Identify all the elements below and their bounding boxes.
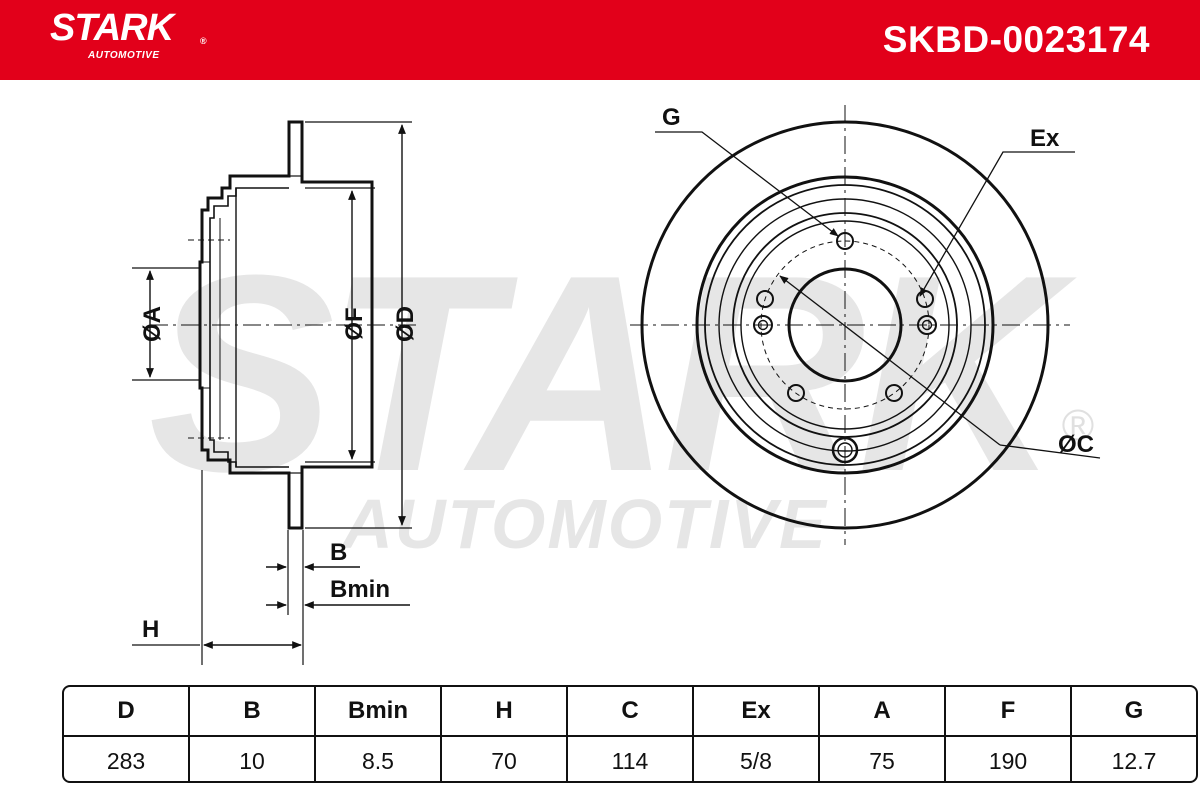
bolt-hole bbox=[787, 384, 805, 402]
label-min-thickness: Bmin bbox=[330, 576, 390, 603]
value-cell-bmin: 8.5 bbox=[316, 737, 442, 781]
header-cell-f: F bbox=[946, 687, 1072, 735]
spec-table: D B Bmin H C Ex A F G 283 10 8.5 70 114 … bbox=[62, 685, 1198, 783]
label-thickness-b: B bbox=[330, 539, 347, 566]
header-cell-b: B bbox=[190, 687, 316, 735]
locating-hole bbox=[831, 436, 859, 464]
label-hole-g: G bbox=[662, 104, 681, 131]
watermark-sub: AUTOMOTIVE bbox=[340, 485, 828, 563]
disc-hat-inner-wall bbox=[209, 187, 289, 468]
logo-subtitle: AUTOMOTIVE bbox=[88, 50, 160, 61]
watermark-main: STARK bbox=[148, 218, 1081, 530]
bolt-hole bbox=[885, 384, 903, 402]
header-cell-h: H bbox=[442, 687, 568, 735]
value-cell-g: 12.7 bbox=[1111, 747, 1157, 774]
set-screw-hole bbox=[917, 315, 937, 335]
label-diameter-a: ØA bbox=[139, 306, 166, 342]
logo-registered-mark: ® bbox=[200, 36, 207, 46]
value-cell-ex: 5/8 bbox=[694, 737, 820, 781]
side-view bbox=[132, 120, 420, 665]
value-cell-f: 190 bbox=[946, 737, 1072, 781]
center-bore bbox=[787, 267, 903, 383]
bolt-hole bbox=[916, 290, 934, 308]
bolt-circle bbox=[760, 240, 930, 410]
stark-logo: STARK ® AUTOMOTIVE bbox=[50, 7, 207, 61]
header-cell-ex: Ex bbox=[694, 687, 820, 735]
header-cell-a: A bbox=[820, 687, 946, 735]
set-screw-hole bbox=[753, 315, 773, 335]
value-cell-a: 75 bbox=[820, 737, 946, 781]
label-diameter-f: ØF bbox=[341, 307, 368, 340]
label-extra: Ex bbox=[1030, 125, 1060, 152]
value-cell-h: 70 bbox=[442, 737, 568, 781]
header-cell-g: G bbox=[1124, 697, 1144, 724]
header-cell-c: C bbox=[568, 687, 694, 735]
bolt-hole bbox=[756, 290, 774, 308]
header-cell-bmin: Bmin bbox=[316, 687, 442, 735]
value-cell-d: 283 bbox=[64, 737, 190, 781]
disc-outer-edge bbox=[640, 120, 1050, 530]
label-diameter-c: ØC bbox=[1058, 431, 1094, 458]
header-cell-d: D bbox=[64, 687, 190, 735]
logo-brand: STARK bbox=[50, 7, 174, 49]
brake-disc-drawing: ØA ØF ØD B Bmin H G Ex bbox=[132, 104, 1101, 665]
spec-table-values: 283 10 8.5 70 114 5/8 75 190 12.7 bbox=[64, 737, 1196, 781]
label-height-h: H bbox=[142, 616, 159, 643]
spec-table-header: D B Bmin H C Ex A F G bbox=[64, 687, 1196, 737]
watermark-registered: ® bbox=[1062, 401, 1094, 450]
label-diameter-d: ØD bbox=[392, 306, 419, 342]
value-cell-b: 10 bbox=[190, 737, 316, 781]
header-bar: STARK ® AUTOMOTIVE SKBD-0023174 bbox=[0, 0, 1200, 80]
value-cell-c: 114 bbox=[568, 737, 694, 781]
disc-profile-outline bbox=[198, 120, 374, 530]
front-view bbox=[630, 105, 1101, 545]
bolt-hole bbox=[836, 232, 854, 250]
part-number: SKBD-0023174 bbox=[882, 19, 1150, 60]
